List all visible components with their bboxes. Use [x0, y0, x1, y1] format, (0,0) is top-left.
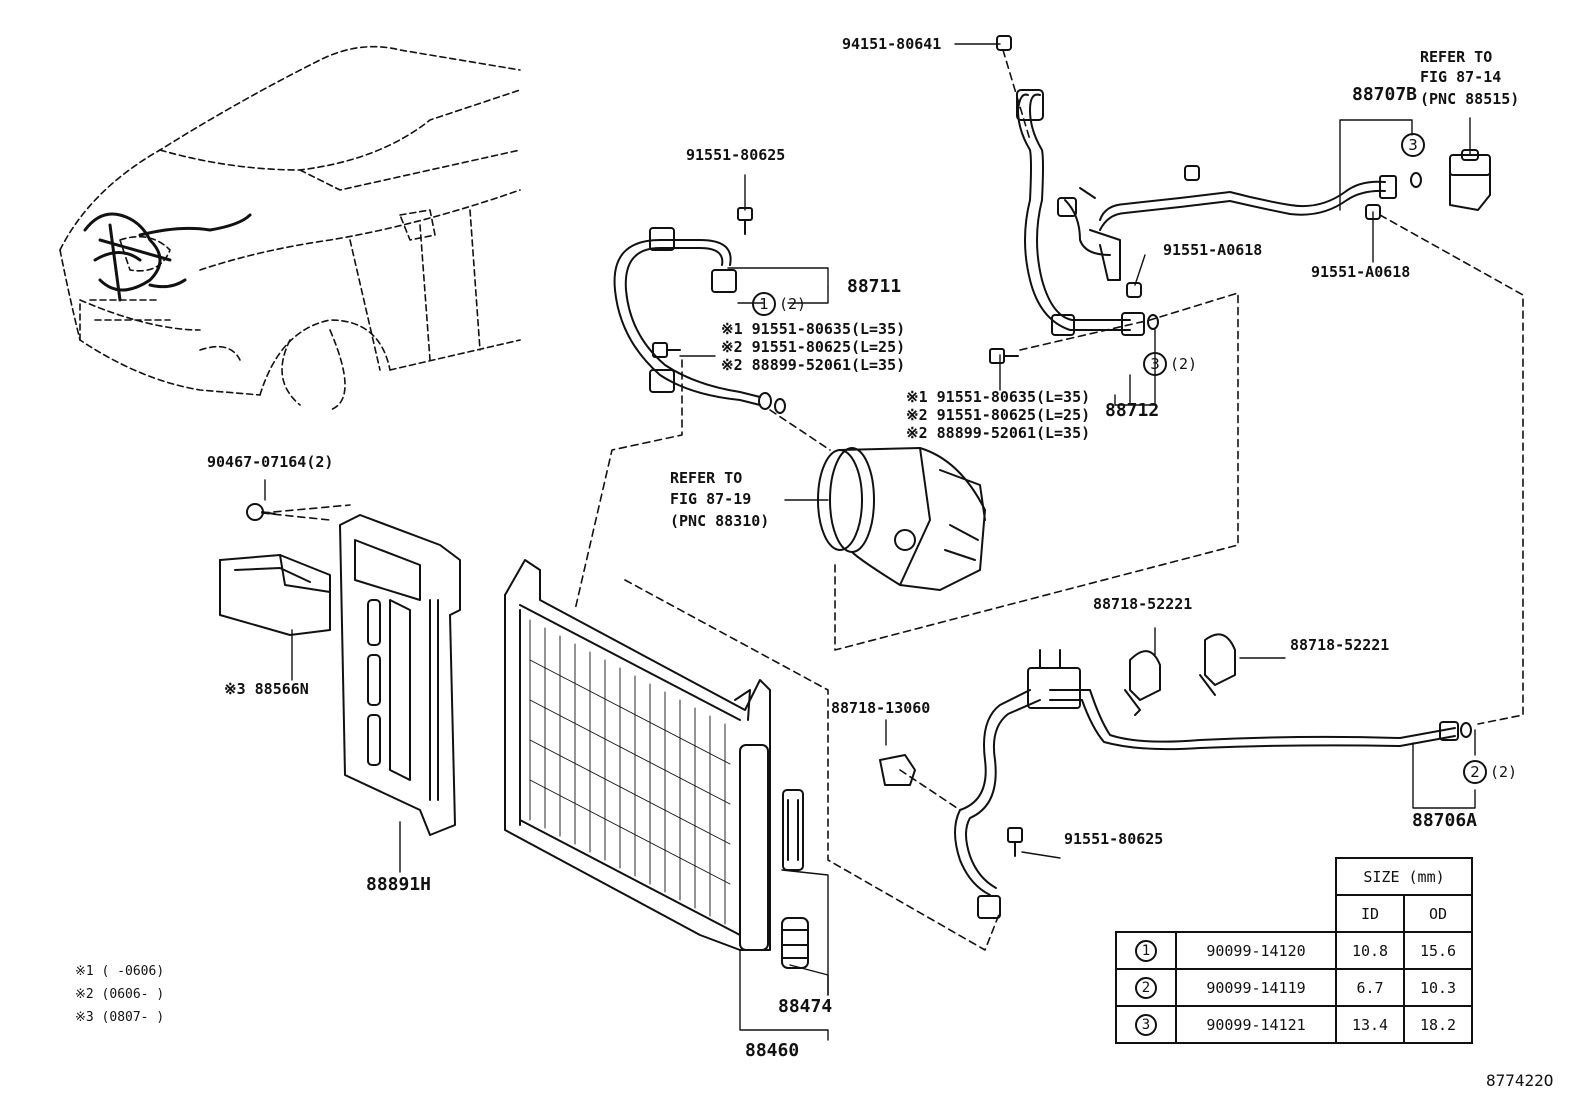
row-od-1: 15.6 — [1403, 931, 1473, 970]
label-90467-07164: 90467-07164(2) — [207, 453, 334, 471]
legend-3: ※3 (0807- ) — [75, 1010, 165, 1025]
bolt-note-b — [989, 348, 1019, 364]
circle-mark-1: 1 — [752, 292, 776, 316]
condenser — [504, 559, 771, 951]
row-part-1: 90099-14120 — [1175, 931, 1337, 970]
label-94151-80641: 94151-80641 — [842, 35, 942, 53]
size-table-col-id: ID — [1335, 894, 1405, 933]
row-mark-3: 3 — [1135, 1013, 1157, 1036]
expansion-valve — [1449, 149, 1491, 211]
qty-circle-3: (2) — [1170, 355, 1198, 373]
qty-circle-2: (2) — [1490, 763, 1518, 781]
leader-lines — [264, 43, 1476, 1041]
note-a-line3: ※2 88899-52061(L=35) — [721, 356, 906, 374]
clamps-88718-52221 — [1124, 633, 1236, 716]
legend-2: ※2 (0606- ) — [75, 987, 165, 1002]
bolt-note-a — [652, 342, 681, 358]
clip-90467 — [246, 503, 276, 521]
bolt-91551-80625-top — [737, 207, 753, 235]
table-row: 2 90099-14119 6.7 10.3 — [1115, 968, 1473, 1007]
label-91551-80625-top: 91551-80625 — [686, 146, 786, 164]
note-b-line3: ※2 88899-52061(L=35) — [906, 424, 1091, 442]
refer-fig-87-14-line2[interactable]: FIG 87-14 — [1420, 68, 1502, 86]
refer-fig-87-19-line1[interactable]: REFER TO — [670, 469, 743, 487]
size-table-col-od: OD — [1403, 894, 1473, 933]
row-id-1: 10.8 — [1335, 931, 1405, 970]
label-88474: 88474 — [778, 996, 833, 1017]
tube-88712 — [1016, 89, 1159, 336]
note-b-line1: ※1 91551-80635(L=35) — [906, 388, 1091, 406]
label-88711: 88711 — [847, 276, 902, 297]
row-od-2: 10.3 — [1403, 968, 1473, 1007]
label-88718-52221-b: 88718-52221 — [1290, 636, 1390, 654]
bolt-91551-a0618 — [1079, 187, 1381, 298]
label-91551-80625-low: 91551-80625 — [1064, 830, 1164, 848]
clamp-88718-13060 — [879, 754, 916, 786]
circle-mark-2: 2 — [1463, 760, 1487, 784]
qty-circle-1: (2) — [779, 295, 807, 313]
duct-88566n — [219, 554, 331, 636]
car-engine-wiring — [83, 212, 252, 302]
label-91551-a0618-a: 91551-A0618 — [1163, 241, 1263, 259]
circle-mark-3-upper: 3 — [1401, 133, 1425, 157]
row-od-3: 18.2 — [1403, 1005, 1473, 1044]
row-mark-2: 2 — [1135, 976, 1157, 999]
refer-fig-87-19-line3[interactable]: (PNC 88310) — [670, 512, 770, 530]
label-88460: 88460 — [745, 1040, 800, 1061]
note-a-line1: ※1 91551-80635(L=35) — [721, 320, 906, 338]
refer-fig-87-14-line3[interactable]: (PNC 88515) — [1420, 90, 1520, 108]
car-outline — [59, 45, 521, 411]
table-row: 1 90099-14120 10.8 15.6 — [1115, 931, 1473, 970]
row-part-3: 90099-14121 — [1175, 1005, 1337, 1044]
compressor — [817, 447, 986, 591]
row-mark-1: 1 — [1135, 939, 1157, 962]
pipe-88707b — [1057, 165, 1422, 281]
hose-88711 — [613, 227, 786, 414]
bolt-91551-80625-low — [1007, 827, 1023, 857]
size-table-header: SIZE (mm) — [1335, 857, 1473, 896]
label-88706a: 88706A — [1412, 810, 1478, 831]
dashed-leaders — [261, 49, 1524, 951]
row-id-2: 6.7 — [1335, 968, 1405, 1007]
bolt-94151-80641 — [996, 35, 1012, 51]
dryer-filter — [781, 789, 809, 969]
radiator-side-seal — [339, 514, 461, 836]
row-part-2: 90099-14119 — [1175, 968, 1337, 1007]
label-88707b: 88707B — [1352, 84, 1418, 105]
condenser-core-fins — [529, 619, 731, 925]
figure-number: 877422O — [1486, 1071, 1554, 1090]
table-row: 3 90099-14121 13.4 18.2 — [1115, 1005, 1473, 1044]
label-88718-13060: 88718-13060 — [831, 699, 931, 717]
legend-1: ※1 ( -0606) — [75, 964, 165, 979]
label-91551-a0618-b: 91551-A0618 — [1311, 263, 1411, 281]
label-88891h: 88891H — [366, 874, 432, 895]
circle-mark-3-lower: 3 — [1143, 352, 1167, 376]
note-a-line2: ※2 91551-80625(L=25) — [721, 338, 906, 356]
row-id-3: 13.4 — [1335, 1005, 1405, 1044]
label-88566n: ※3 88566N — [224, 680, 309, 698]
label-88718-52221-a: 88718-52221 — [1093, 595, 1193, 613]
tube-88706a — [954, 649, 1472, 919]
note-b-line2: ※2 91551-80625(L=25) — [906, 406, 1091, 424]
o-ring-size-table: SIZE (mm) ID OD 1 90099-14120 10.8 15.6 … — [1115, 857, 1473, 1044]
refer-fig-87-19-line2[interactable]: FIG 87-19 — [670, 490, 752, 508]
label-88712: 88712 — [1105, 400, 1160, 421]
refer-fig-87-14-line1[interactable]: REFER TO — [1420, 48, 1493, 66]
